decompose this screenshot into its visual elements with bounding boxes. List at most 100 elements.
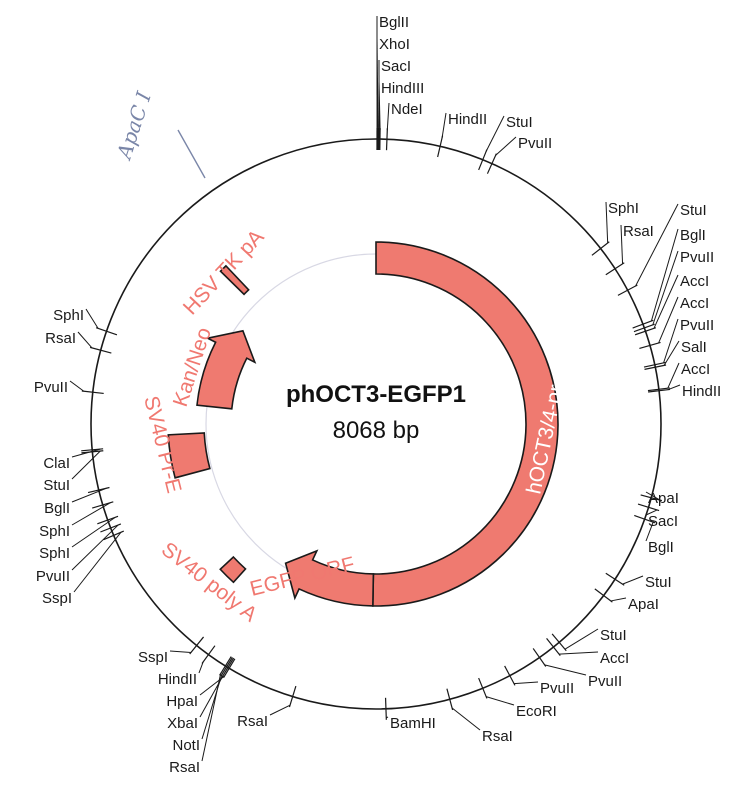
site-label: SphI <box>39 545 70 562</box>
restriction-site-stui: StuI <box>617 202 707 296</box>
site-label: StuI <box>506 114 533 131</box>
feature-label-sv40-polya: SV40 poly A <box>157 538 261 627</box>
annotation-text: ApaC I <box>111 88 156 164</box>
site-connector <box>77 331 93 349</box>
site-label: PvuII <box>36 568 70 585</box>
site-connector <box>198 661 204 674</box>
feature-kan-neo-arrow <box>196 329 257 410</box>
restriction-site-stui: StuI <box>605 572 672 591</box>
restriction-site-pvuii: PvuII <box>643 317 714 368</box>
site-tick <box>634 514 656 524</box>
site-label: HindII <box>682 383 721 400</box>
site-tick <box>632 319 654 329</box>
restriction-site-pvuii: PvuII <box>34 379 104 396</box>
site-tick <box>643 361 666 368</box>
restriction-site-saci: SacI <box>637 503 678 530</box>
site-label: AccI <box>680 295 709 312</box>
site-label: ClaI <box>43 455 70 472</box>
site-tick <box>288 685 297 708</box>
site-connector <box>653 274 679 329</box>
restriction-site-sphi: SphI <box>591 200 639 256</box>
restriction-site-pvuii: PvuII <box>633 249 714 333</box>
restriction-site-sspi: SspI <box>138 636 205 666</box>
site-label: BglI <box>44 500 70 517</box>
restriction-site-sspi: SspI <box>42 530 125 607</box>
site-connector <box>513 681 539 685</box>
site-connector <box>386 102 390 131</box>
site-tick <box>551 633 567 652</box>
restriction-site-stui: StuI <box>43 450 104 494</box>
site-tick <box>219 656 232 676</box>
site-tick <box>504 665 516 686</box>
site-label: HpaI <box>166 693 198 710</box>
restriction-site-pvuii: PvuII <box>532 648 622 690</box>
site-tick <box>446 688 454 711</box>
site-label: EcoRI <box>516 703 557 720</box>
site-connector <box>610 597 627 602</box>
site-connector <box>605 201 609 244</box>
site-tick <box>605 572 625 586</box>
site-tick <box>532 648 547 667</box>
restriction-site-sphi: SphI <box>39 501 114 540</box>
restriction-site-clai: ClaI <box>43 448 104 472</box>
restriction-site-hindii: HindII <box>437 111 487 158</box>
site-connector <box>85 308 99 329</box>
site-tick <box>478 149 488 171</box>
restriction-site-acci: AccI <box>546 638 629 667</box>
site-connector <box>73 531 122 593</box>
restriction-site-bgli: BglI <box>632 227 706 329</box>
site-tick <box>437 135 444 158</box>
restriction-site-bgli: BglI <box>634 514 674 556</box>
site-label: ApaI <box>648 490 679 507</box>
site-connector <box>558 651 599 655</box>
plasmid-name: phOCT3-EGFP1 <box>286 381 466 408</box>
site-connector <box>71 502 111 526</box>
site-connector <box>645 491 661 501</box>
site-connector <box>485 696 515 706</box>
site-label: PvuII <box>540 680 574 697</box>
restriction-site-stui: StuI <box>551 627 627 652</box>
site-label: XhoI <box>379 36 410 53</box>
site-label: HindII <box>158 671 197 688</box>
site-label: StuI <box>43 477 70 494</box>
site-tick <box>648 388 671 393</box>
restriction-site-sphi: SphI <box>53 307 118 336</box>
site-connector <box>71 450 101 480</box>
restriction-site-sali: SalI <box>644 339 707 370</box>
site-tick <box>591 241 610 256</box>
site-tick <box>89 346 112 354</box>
site-label: SalI <box>681 339 707 356</box>
restriction-site-apai: ApaI <box>594 588 659 613</box>
site-tick <box>221 657 235 678</box>
restriction-site-noti: NotI <box>172 657 233 754</box>
site-connector <box>386 716 389 719</box>
site-label: PvuII <box>680 249 714 266</box>
site-tick <box>634 327 657 336</box>
site-tick <box>189 636 205 655</box>
restriction-site-acci: AccI <box>634 273 709 336</box>
site-tick <box>223 658 236 679</box>
site-label: BglII <box>379 14 409 31</box>
site-connector <box>564 628 599 650</box>
site-tick <box>486 153 497 174</box>
site-tick <box>478 677 488 699</box>
handwritten-annotation: ApaC I <box>111 88 206 179</box>
site-connector <box>71 487 107 503</box>
site-tick <box>594 588 613 603</box>
restriction-site-pvuii: PvuII <box>504 665 574 697</box>
site-connector <box>667 384 681 391</box>
feature-egfp-orf-arrow <box>284 549 375 607</box>
restriction-site-ndei: NdeI <box>385 101 423 151</box>
site-label: RsaI <box>482 728 513 745</box>
site-label: SacI <box>648 513 678 530</box>
site-label: BglI <box>680 227 706 244</box>
restriction-site-bamhi: BamHI <box>384 697 436 732</box>
site-label: AccI <box>600 650 629 667</box>
site-connector <box>667 362 680 389</box>
site-label: RsaI <box>45 330 76 347</box>
site-connector <box>663 318 679 364</box>
restriction-site-pvuii: PvuII <box>486 135 552 174</box>
site-tick <box>617 284 638 296</box>
site-connector <box>378 81 381 131</box>
